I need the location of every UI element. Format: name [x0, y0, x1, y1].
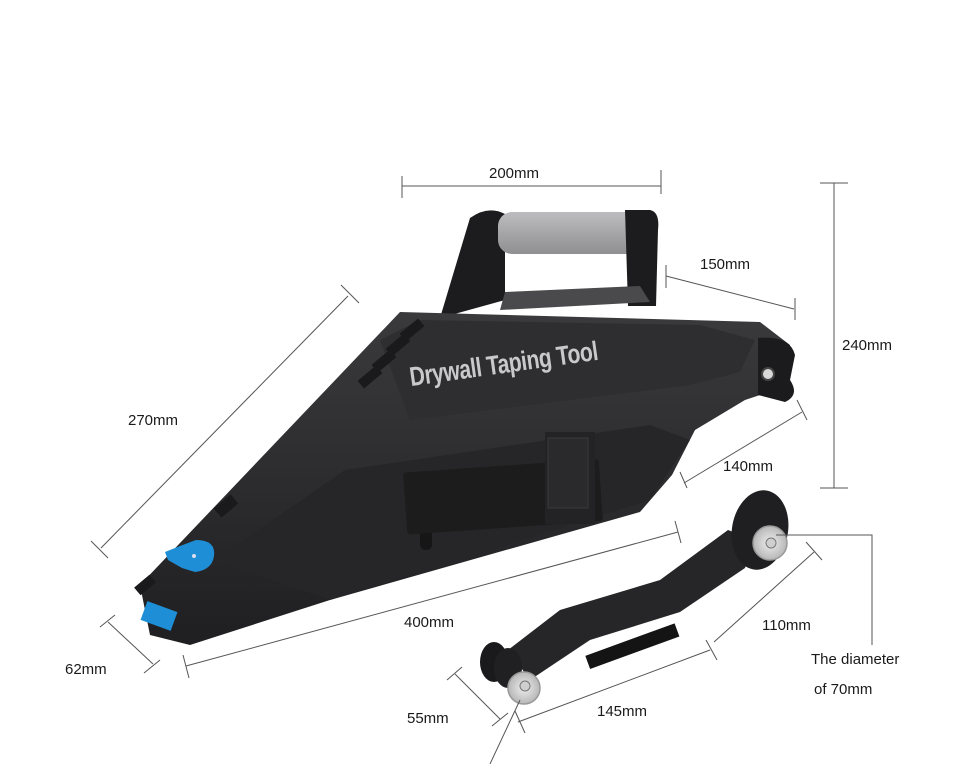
roller-arm	[480, 490, 789, 705]
diameter-note-line1: The diameter	[811, 651, 900, 668]
strap	[403, 432, 603, 550]
blue-lever	[140, 540, 215, 631]
taping-tool-body	[134, 210, 795, 645]
dim-label-arm-length: 145mm	[597, 703, 648, 720]
dim-label-nose-to-rear: 140mm	[723, 458, 774, 475]
handle-grip	[498, 212, 640, 254]
diameter-note-line2: of 70mm	[814, 681, 873, 698]
dim-label-base-length: 400mm	[404, 614, 455, 631]
dimension-lines	[90, 170, 873, 765]
rear-knob-screw	[761, 367, 775, 381]
dim-label-diagonal-length: 270mm	[128, 412, 179, 429]
handle-frame	[440, 210, 505, 318]
dim-label-total-height: 240mm	[842, 337, 893, 354]
rear-knob	[758, 337, 795, 402]
dim-label-handle-depth: 150mm	[700, 256, 751, 273]
dim-label-nose-width: 62mm	[65, 661, 107, 678]
slope-ribs	[134, 318, 425, 596]
dim-label-small-wheel: 55mm	[407, 710, 449, 727]
arm-body	[508, 530, 755, 680]
dim-label-top-width: 200mm	[489, 165, 540, 182]
dim-label-arm-height: 110mm	[762, 617, 811, 634]
